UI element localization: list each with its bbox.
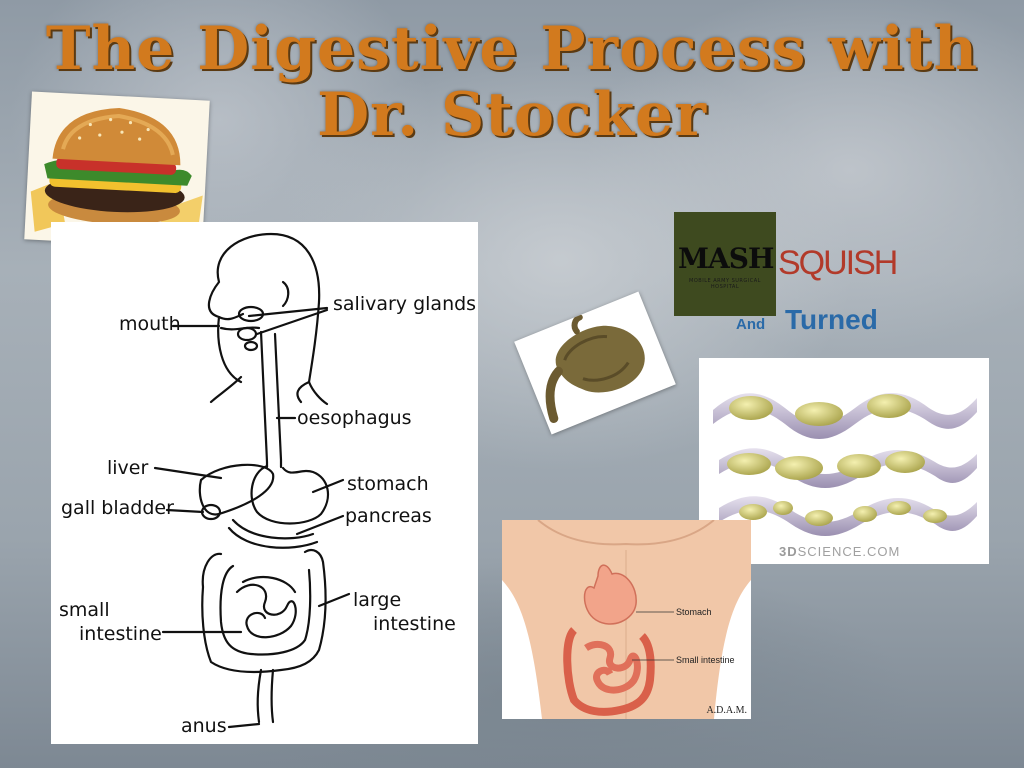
abdomen-label-stomach: Stomach [676, 607, 712, 617]
adam-credit: A.D.A.M. [706, 705, 747, 716]
label-oesophagus: oesophagus [297, 407, 412, 429]
label-small-intestine-line-1: small [59, 599, 110, 621]
abdomen-illustration: Stomach Small intestine A.D.A.M. [502, 520, 751, 719]
title-line-1: The Digestive Process with [45, 14, 979, 84]
peristalsis-image: 3DSCIENCE.COM [699, 358, 989, 564]
label-salivary-glands: salivary glands [333, 293, 477, 315]
mash-logo-text: MASH [678, 242, 774, 275]
abdomen-label-small-intestine: Small intestine [676, 655, 735, 665]
label-small-intestine-line-2: intestine [79, 623, 162, 645]
label-mouth: mouth [119, 313, 181, 335]
label-stomach: stomach [347, 473, 429, 495]
digestive-system-drawing [153, 232, 351, 729]
squish-text: SQUISH [778, 244, 898, 282]
label-large-intestine-line-2: intestine [373, 613, 456, 635]
label-large-intestine-line-1: large [353, 589, 402, 611]
brand-3d: 3D [779, 544, 798, 559]
3dscience-brand: 3DSCIENCE.COM [779, 544, 900, 559]
mash-logo-subtitle: MOBILE ARMY SURGICAL HOSPITAL [689, 278, 761, 290]
label-gall-bladder: gall bladder [61, 497, 174, 519]
label-liver: liver [107, 457, 149, 479]
brand-science: SCIENCE.COM [797, 544, 901, 559]
mash-logo: MASH MOBILE ARMY SURGICAL HOSPITAL [674, 212, 776, 316]
digestive-system-diagram: mouth salivary glands oesophagus liver g… [51, 222, 478, 744]
hamburger-image [24, 91, 210, 249]
title-line-2: Dr. Stocker [317, 80, 707, 150]
stomach-photo [514, 291, 676, 435]
label-pancreas: pancreas [345, 505, 432, 527]
slide-title: The Digestive Process with Dr. Stocker [0, 16, 1024, 148]
turned-text: Turned [785, 304, 878, 335]
label-anus: anus [181, 715, 227, 737]
and-text: And [736, 316, 766, 333]
